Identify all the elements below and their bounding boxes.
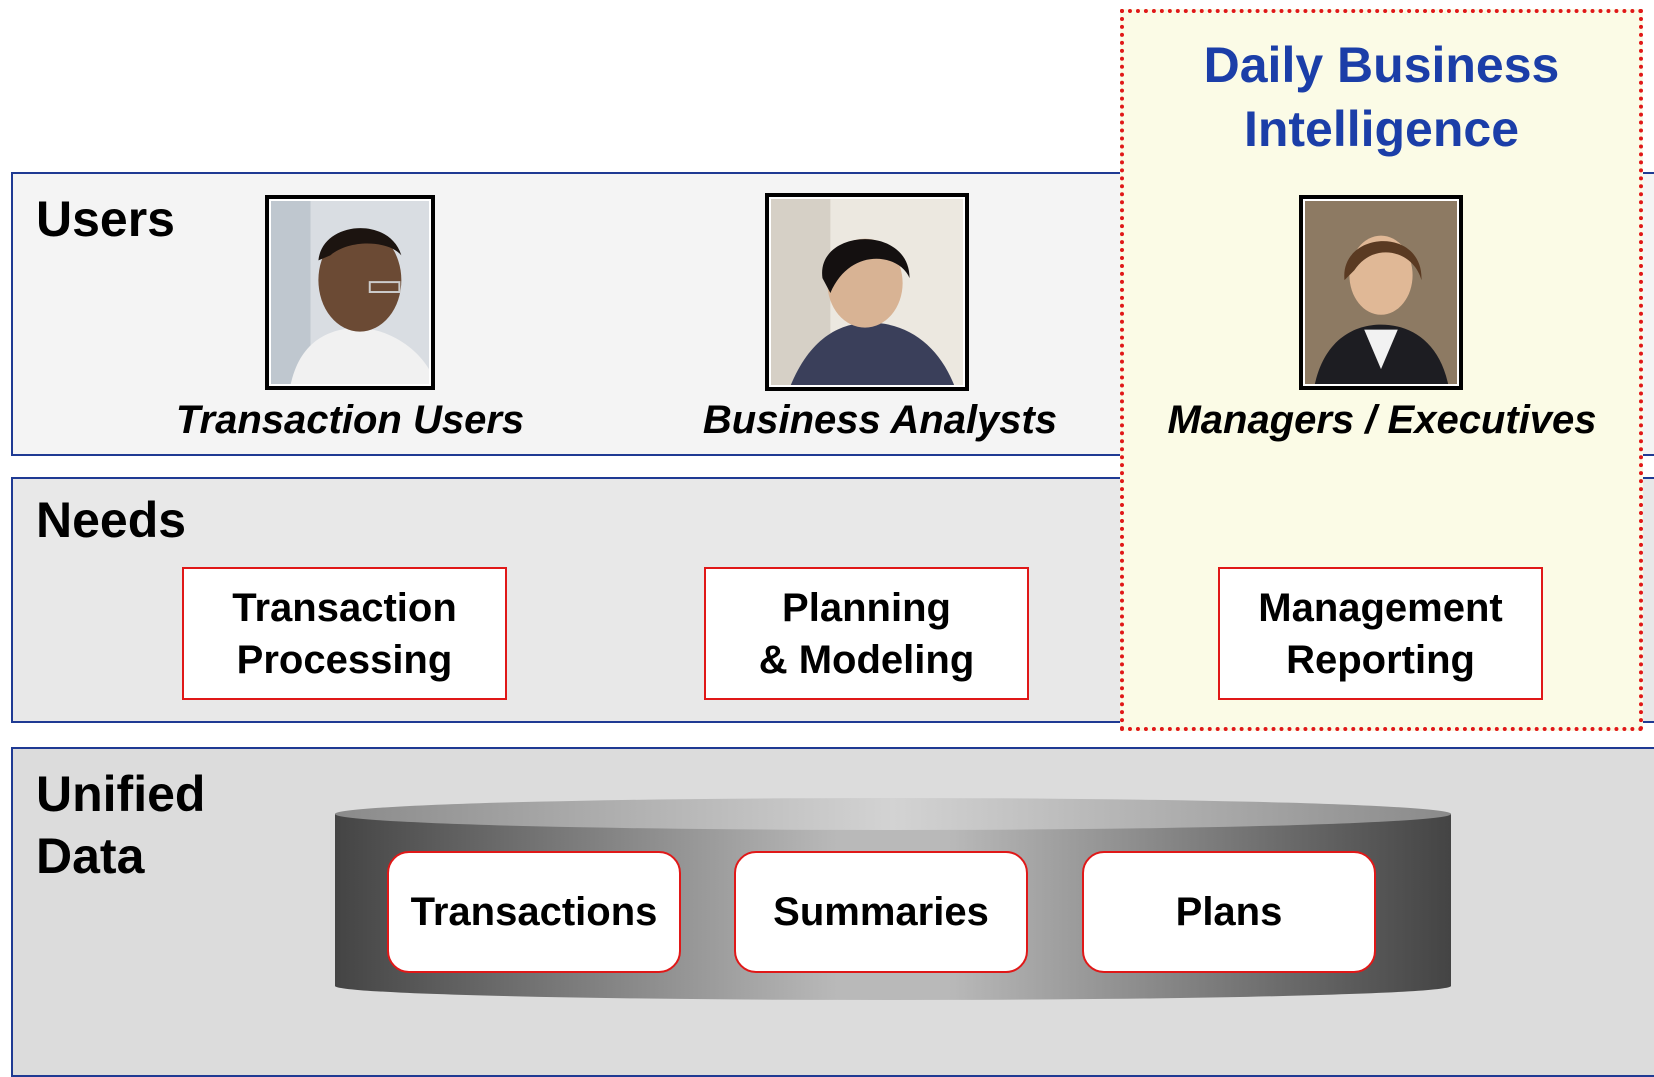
- executive-photo: [1299, 195, 1463, 390]
- business-analyst-photo: [765, 193, 969, 391]
- highlight-title: Daily Business Intelligence: [1203, 37, 1560, 157]
- role-label-managers-executives: Managers / Executives: [1167, 398, 1597, 442]
- users-band-title: Users: [36, 191, 175, 247]
- transaction-user-photo: [265, 195, 435, 390]
- store-transactions: Transactions: [387, 851, 681, 973]
- role-label-business-analysts: Business Analysts: [702, 398, 1058, 442]
- store-plans: Plans: [1082, 851, 1376, 973]
- unified-data-band-title: Unified Data: [36, 766, 206, 884]
- need-planning-modeling: Planning & Modeling: [704, 567, 1029, 700]
- needs-band-title: Needs: [36, 492, 187, 548]
- store-summaries: Summaries: [734, 851, 1028, 973]
- role-label-transaction-users: Transaction Users: [175, 398, 525, 442]
- need-transaction-processing: Transaction Processing: [182, 567, 507, 700]
- need-management-reporting: Management Reporting: [1218, 567, 1543, 700]
